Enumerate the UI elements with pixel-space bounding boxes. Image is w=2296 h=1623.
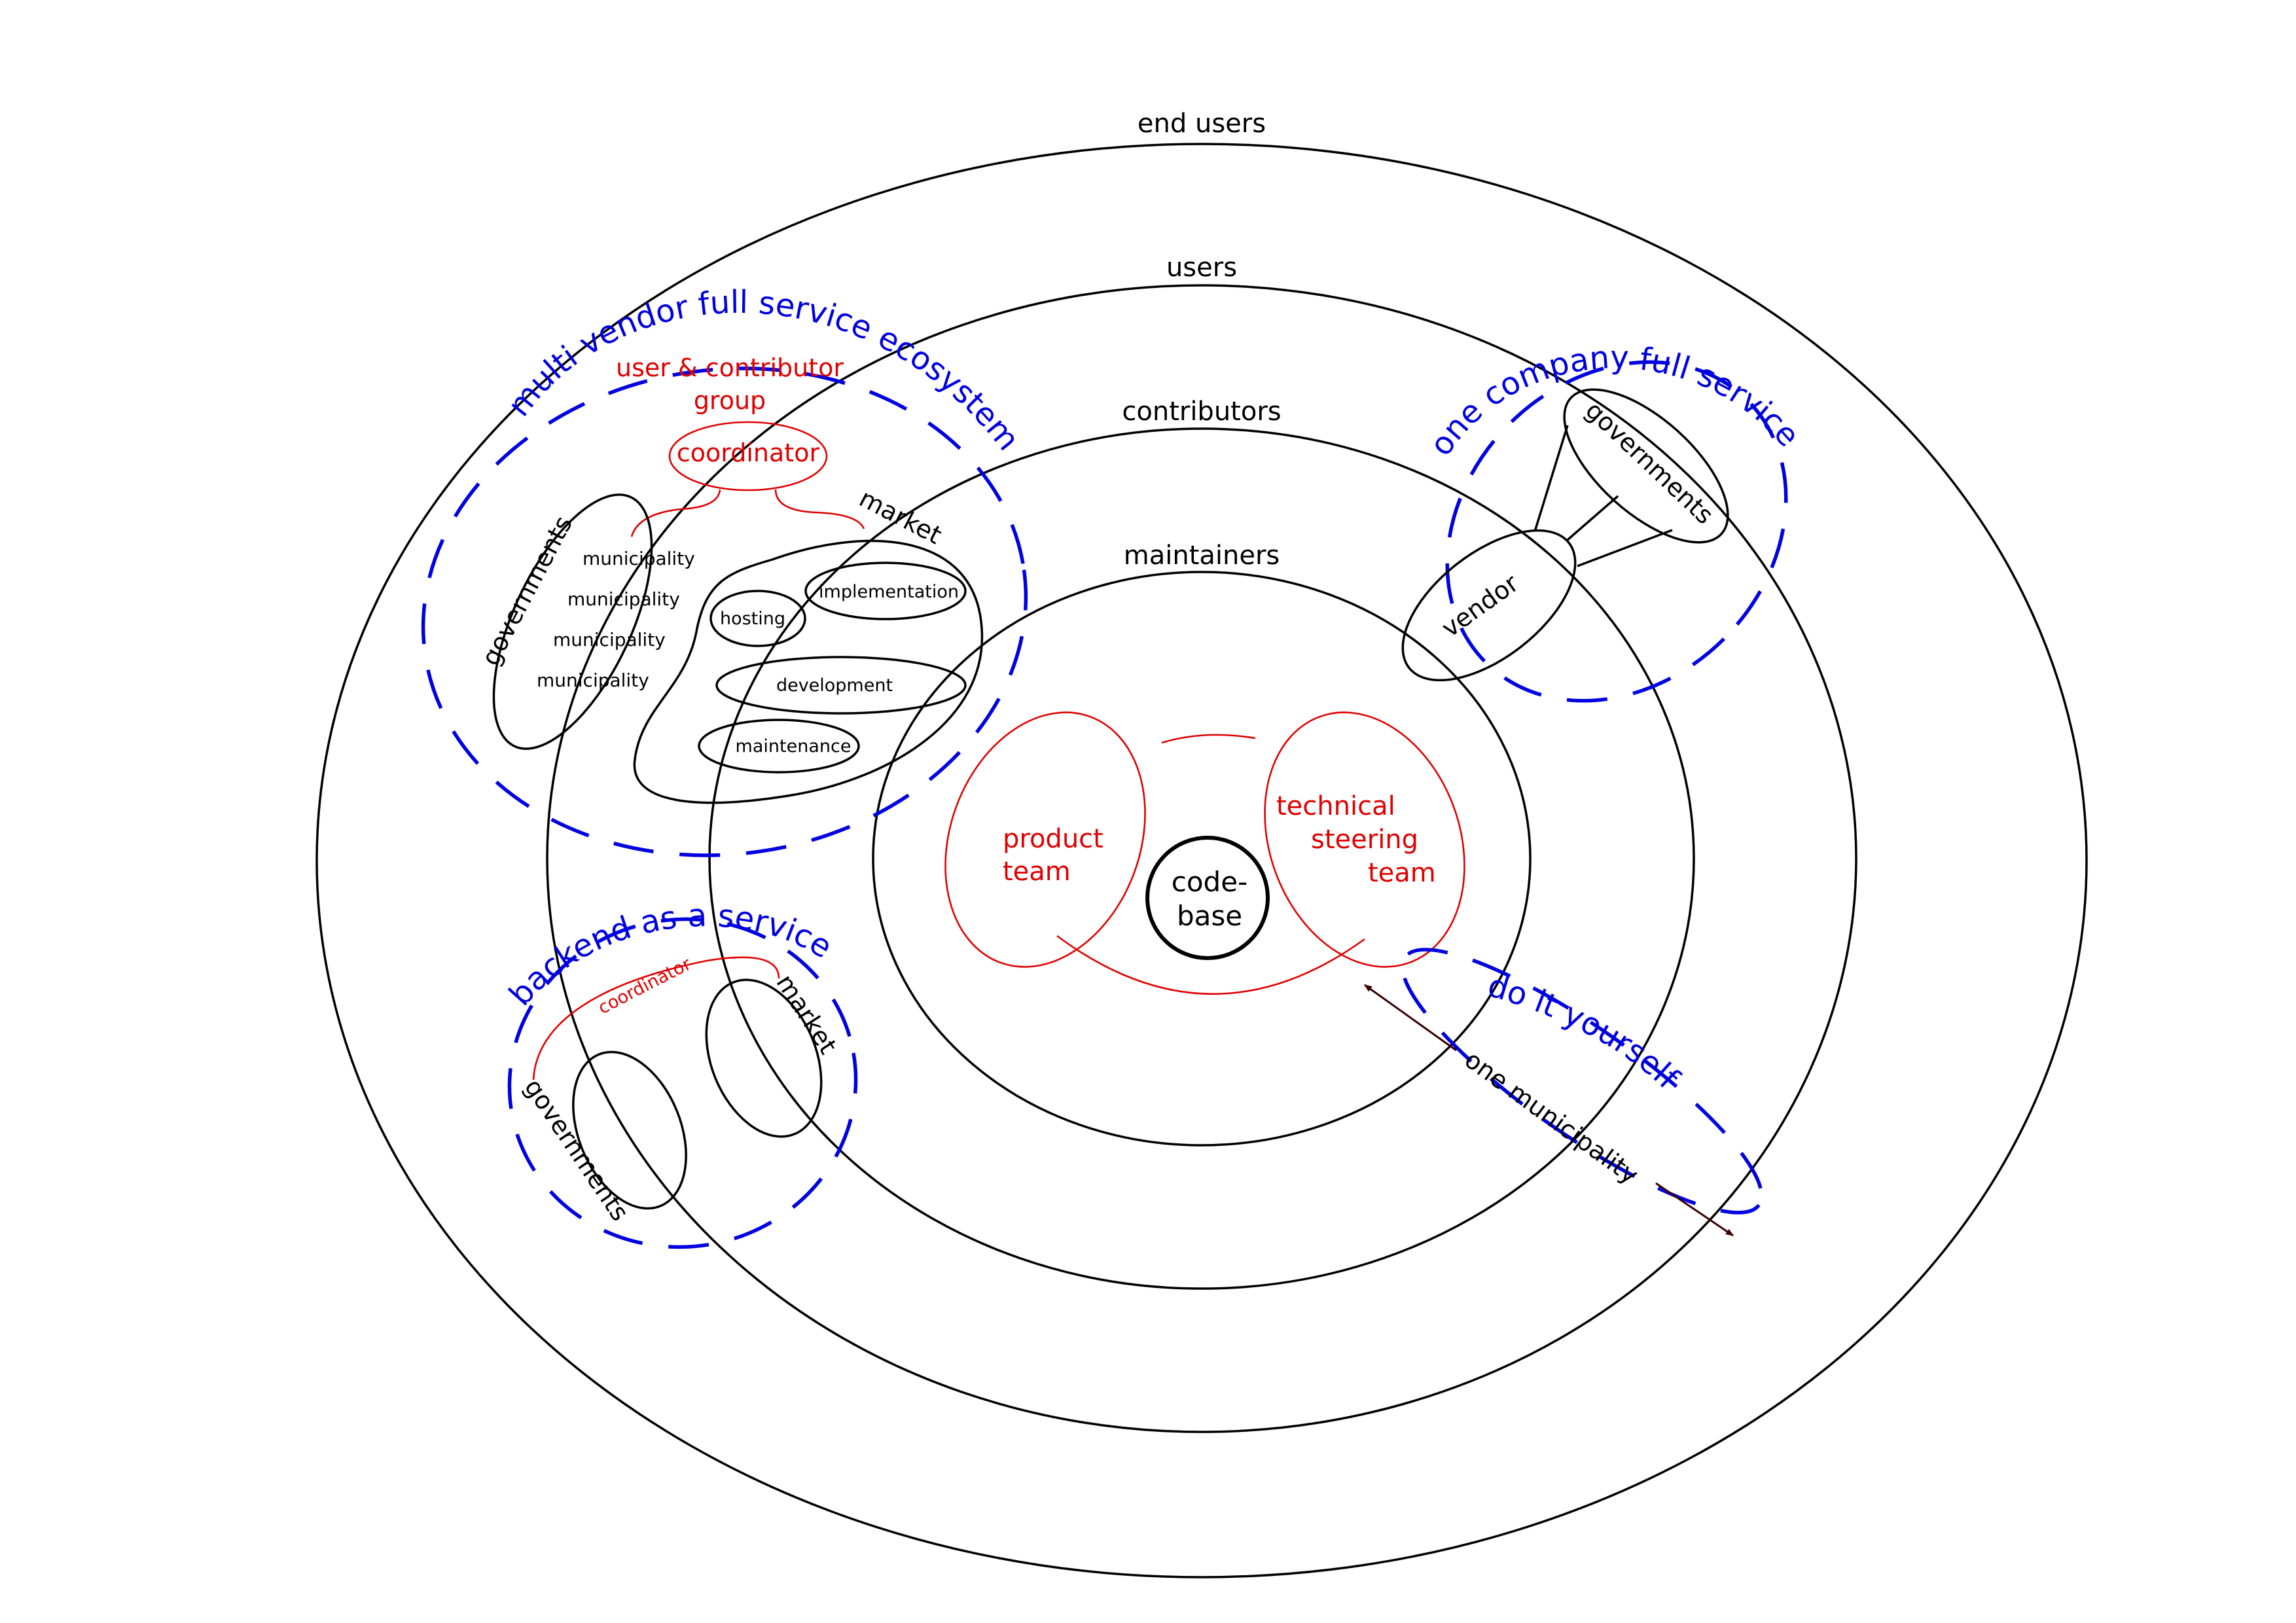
tsc-ellipse: [1264, 711, 1465, 968]
coordinator-label: coordinator: [677, 438, 820, 467]
backend-governments-label: governments: [519, 1073, 635, 1226]
ring-maintainers: [872, 571, 1532, 1147]
codebase-label-line1: code-: [1172, 866, 1247, 898]
maintenance-ellipse: [698, 719, 860, 774]
user-contributor-group-line1: user & contributor: [616, 353, 844, 382]
tsc-label-line3: team: [1368, 858, 1436, 888]
vendor-ellipse: [1401, 529, 1577, 682]
municipality-label-1: municipality: [583, 548, 695, 569]
hosting-ellipse: [709, 590, 806, 647]
ring-label-end-users: end users: [1138, 109, 1266, 139]
ring-end-users: [315, 143, 2088, 1578]
governments-group-ellipse: [492, 493, 653, 750]
product-team-label-line2: team: [1003, 857, 1071, 887]
team-connector-bottom: [1056, 935, 1365, 995]
municipality-label-2: municipality: [567, 588, 680, 610]
backend-coordinator-label: coordinator: [595, 954, 695, 1018]
diy-boundary: [1400, 948, 1764, 1215]
implementation-ellipse: [804, 562, 967, 620]
backend-governments-ellipse: [572, 1050, 687, 1210]
coordinator-link-governments: [630, 489, 721, 537]
diy-arrow-up: [1364, 984, 1457, 1052]
funnel-line-3: [1577, 529, 1673, 567]
ring-label-users: users: [1166, 253, 1237, 283]
ring-users: [546, 284, 1857, 1433]
backend-model: backend as a service coordinator governm…: [502, 897, 858, 1249]
ring-label-contributors: contributors: [1122, 397, 1281, 427]
team-connector-top: [1161, 734, 1256, 744]
implementation-label: implementation: [819, 582, 959, 602]
municipality-label-3: municipality: [553, 629, 666, 651]
user-contributor-group-line2: group: [694, 386, 766, 415]
development-ellipse: [715, 656, 967, 715]
backend-coordinator-arc: [532, 956, 780, 1080]
backend-boundary: [507, 917, 858, 1249]
backend-market-label: market: [770, 969, 842, 1059]
product-team-label-line1: product: [1003, 824, 1103, 854]
oc-governments-ellipse: [1563, 388, 1729, 544]
coordinator-ellipse: [668, 421, 828, 491]
codebase-label-line2: base: [1177, 900, 1242, 932]
hosting-label: hosting: [720, 609, 785, 629]
multi-vendor-boundary: [421, 366, 1028, 857]
diy-model: do it yourself one municipality: [1364, 948, 1764, 1237]
one-company-model: one company full service governments ven…: [1401, 339, 1806, 703]
funnel-line-2: [1566, 495, 1619, 541]
market-group-blob: [633, 539, 984, 804]
municipality-label-4: municipality: [537, 669, 649, 691]
one-municipality-label: one municipality: [1460, 1045, 1644, 1190]
development-label: development: [776, 675, 893, 696]
diy-arrow-down: [1655, 1182, 1734, 1237]
maintenance-label: maintenance: [736, 736, 852, 757]
tsc-label-line1: technical: [1276, 791, 1395, 821]
coordinator-link-market: [774, 489, 865, 529]
backend-market-ellipse: [705, 978, 823, 1138]
funnel-line-1: [1534, 425, 1569, 532]
tsc-label-line2: steering: [1311, 825, 1418, 855]
ring-contributors: [708, 427, 1695, 1290]
codebase-circle: [1145, 836, 1270, 960]
product-team-ellipse: [944, 711, 1146, 968]
ring-label-maintainers: maintainers: [1124, 541, 1280, 571]
